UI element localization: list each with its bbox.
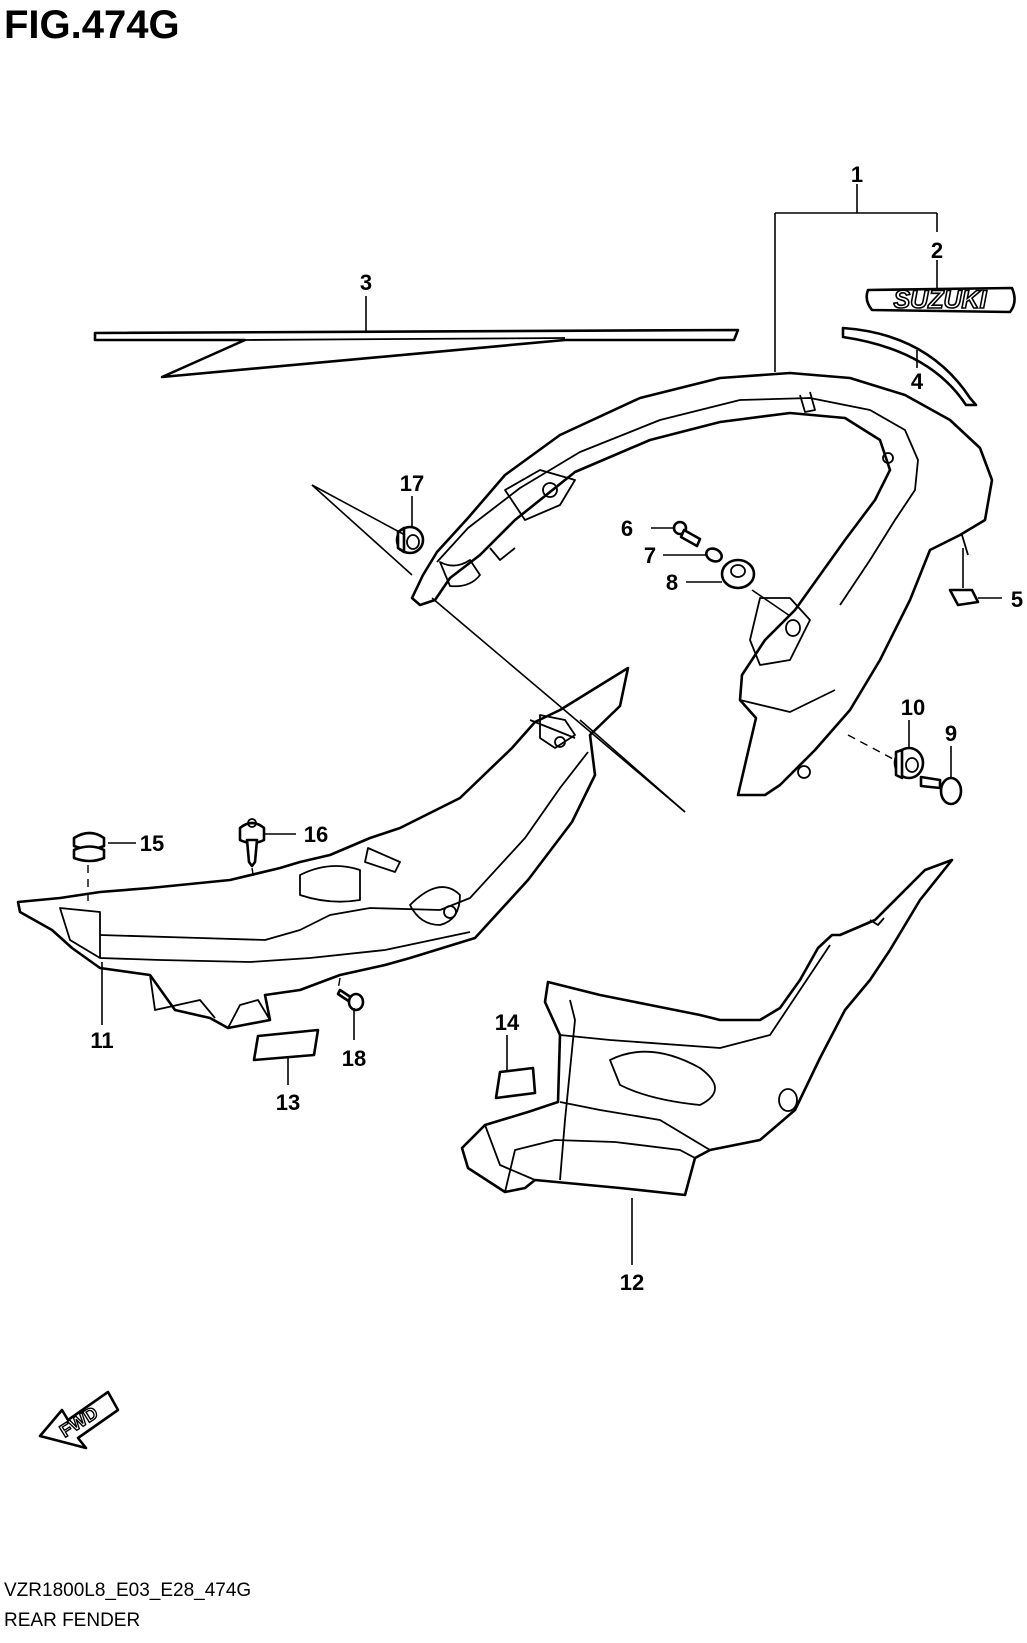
part-12-side-cover — [460, 858, 954, 1197]
part-5-clip-nut — [948, 588, 980, 607]
callout-3: 3 — [360, 270, 372, 295]
part-11-rear-fender — [16, 666, 630, 1030]
figure-name: REAR FENDER — [4, 1610, 140, 1631]
emblem-text: SUZUKI — [893, 286, 987, 314]
reference-lines — [87, 484, 896, 991]
callout-11: 11 — [90, 1028, 113, 1053]
part-3-stripe-decal — [93, 328, 740, 379]
callout-17: 17 — [400, 471, 424, 496]
callout-14: 14 — [495, 1010, 520, 1035]
figure-code: VZR1800L8_E03_E28_474G — [4, 1580, 251, 1601]
callout-2: 2 — [931, 238, 943, 263]
callout-8: 8 — [666, 570, 678, 595]
callout-12: 12 — [620, 1270, 644, 1295]
figure-title: FIG.474G — [4, 3, 180, 47]
part-4-trim-strip — [841, 326, 978, 407]
part-6-bolt — [672, 520, 702, 548]
callout-13: 13 — [276, 1090, 300, 1115]
callout-labels: 1 2 3 4 5 6 7 8 9 10 11 12 13 14 15 16 1… — [90, 162, 1023, 1295]
leader-lines — [101, 184, 1002, 1265]
callout-6: 6 — [621, 516, 633, 541]
part-8-cushion — [720, 558, 756, 590]
fwd-arrow-icon: FWD — [38, 1390, 120, 1450]
part-2-suzuki-emblem: SUZUKI — [865, 285, 1016, 315]
callout-1: 1 — [851, 162, 863, 187]
callout-5: 5 — [1011, 587, 1023, 612]
callout-16: 16 — [304, 822, 328, 847]
callout-10: 10 — [901, 695, 925, 720]
part-15-grommet — [72, 831, 106, 863]
part-9-screw — [919, 775, 963, 806]
part-18-screw — [336, 988, 365, 1012]
part-13-pad — [252, 1028, 320, 1062]
part-17-grommet — [395, 525, 425, 555]
part-10-grommet — [893, 746, 925, 780]
callout-4: 4 — [911, 369, 924, 394]
part-1-rear-cowl — [410, 371, 994, 797]
part-7-collar — [705, 547, 723, 563]
part-14-pad — [494, 1066, 537, 1100]
callout-9: 9 — [945, 721, 957, 746]
part-16-push-rivet — [238, 818, 266, 868]
callout-15: 15 — [140, 831, 164, 856]
callout-18: 18 — [342, 1046, 366, 1071]
callout-7: 7 — [644, 543, 656, 568]
